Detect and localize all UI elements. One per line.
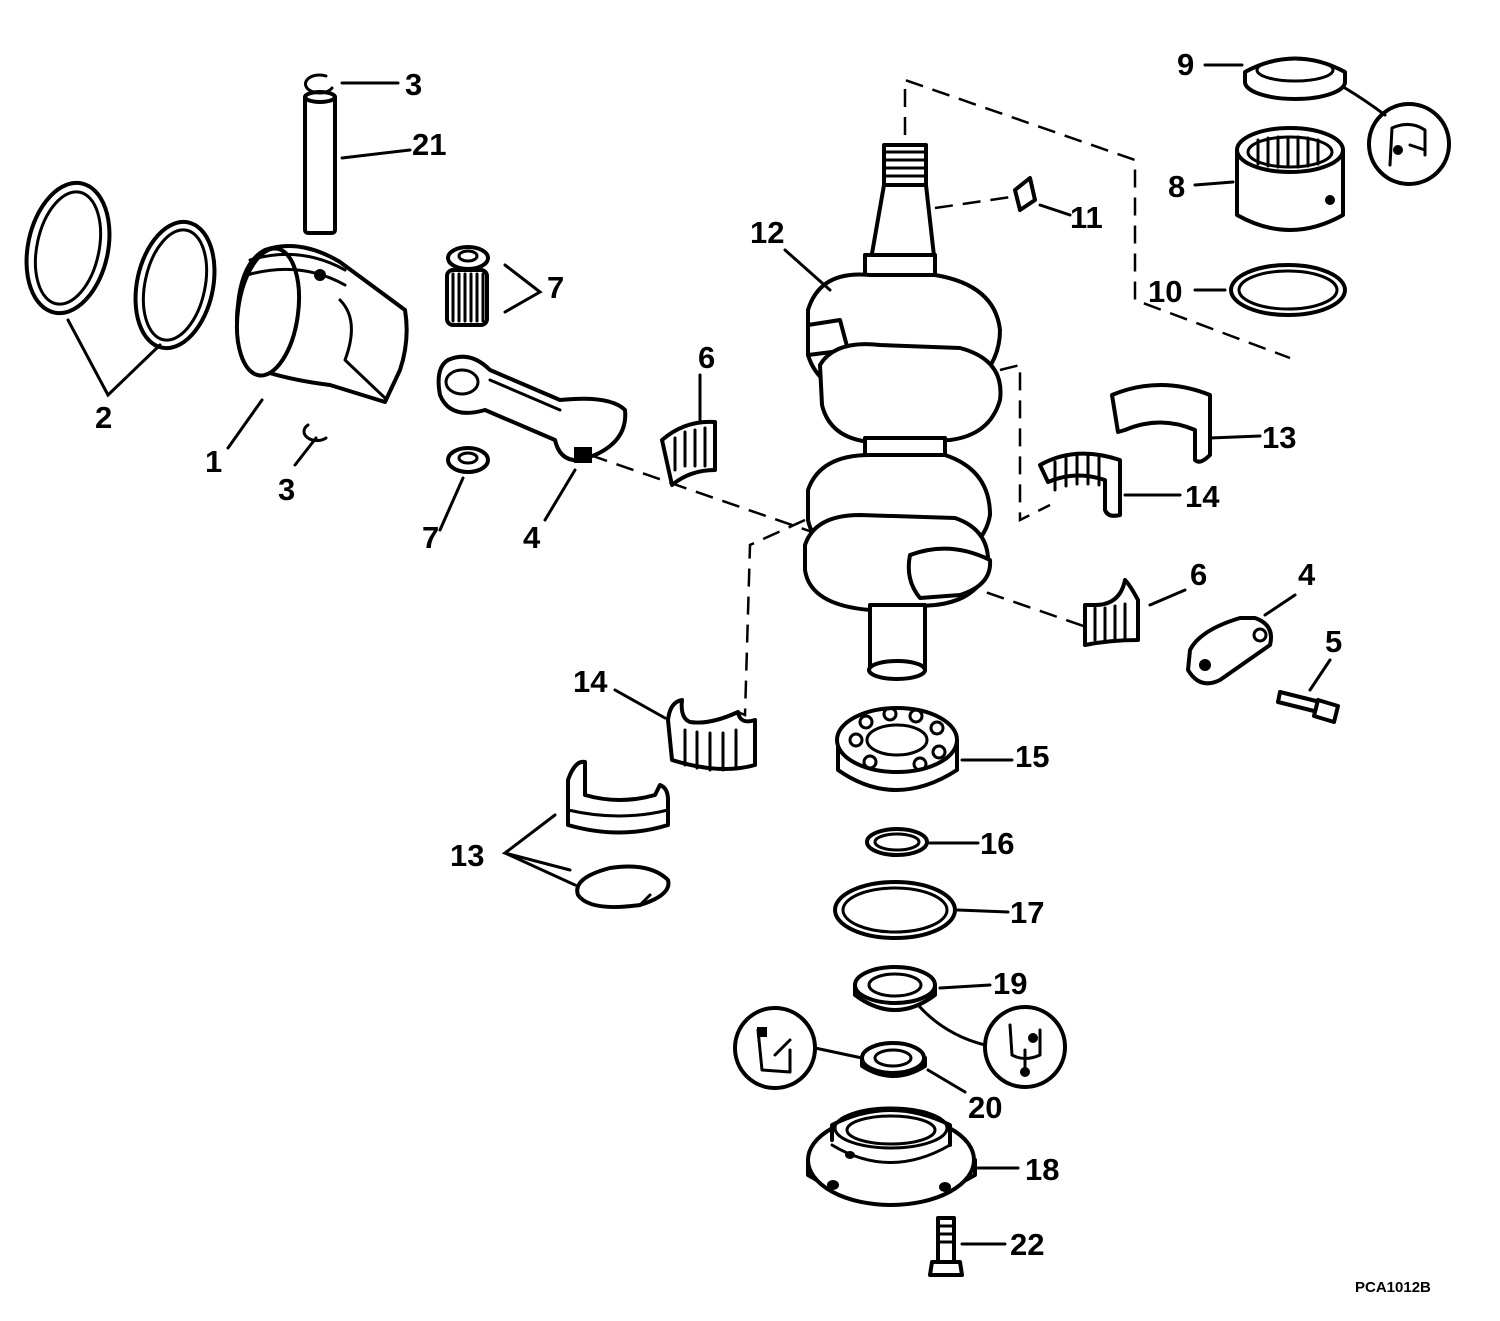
callout-3-bottom: 3 <box>278 472 295 507</box>
lubricant-symbol-icon <box>983 1005 1067 1089</box>
center-bearing-cage-left <box>666 698 757 772</box>
crankshaft <box>803 143 1003 681</box>
callout-10: 10 <box>1148 274 1182 309</box>
callout-15: 15 <box>1015 739 1049 774</box>
lower-seal <box>853 965 937 1012</box>
upper-seal <box>1243 56 1347 101</box>
callout-12: 12 <box>750 215 784 250</box>
rod-bearing-cage-lower <box>1083 578 1140 647</box>
callout-6-lower: 6 <box>1190 557 1207 592</box>
callout-11: 11 <box>1070 200 1103 235</box>
callout-21: 21 <box>412 127 446 162</box>
callout-13-left: 13 <box>450 838 484 873</box>
center-main-bearing-half-upper <box>1110 383 1212 464</box>
piston-rings <box>24 180 217 351</box>
inner-seal <box>860 1041 927 1078</box>
callout-19: 19 <box>993 966 1027 1001</box>
bearing-retaining-ring <box>865 827 929 857</box>
callout-22: 22 <box>1010 1227 1044 1262</box>
lower-ball-bearing <box>835 706 959 792</box>
callout-8: 8 <box>1168 169 1185 204</box>
callout-18: 18 <box>1025 1152 1059 1187</box>
callout-1: 1 <box>205 444 222 479</box>
piston <box>234 244 409 404</box>
callout-9: 9 <box>1177 47 1194 82</box>
housing-screw <box>928 1216 964 1277</box>
lower-o-ring <box>833 880 957 940</box>
callout-7-top: 7 <box>547 270 564 305</box>
wrist-pin <box>303 90 337 235</box>
callout-14-left: 14 <box>573 664 608 699</box>
wrist-pin-bearing-set <box>445 245 490 474</box>
leader-lines <box>66 63 1387 1246</box>
callout-7-bottom: 7 <box>422 520 439 555</box>
rod-cap <box>1186 616 1273 686</box>
callout-2: 2 <box>95 400 112 435</box>
drawing-code: PCA1012B <box>1355 1279 1431 1296</box>
callout-4-cap: 4 <box>1298 557 1316 592</box>
callout-6-upper: 6 <box>698 340 715 375</box>
callout-20: 20 <box>968 1090 1002 1125</box>
callout-labels: 1 2 3 3 4 4 5 6 6 7 7 8 9 10 11 12 13 13… <box>95 47 1342 1262</box>
rod-bearing-cage <box>660 419 717 487</box>
lower-bearing-housing <box>806 1106 977 1207</box>
rod-cap-screw <box>1276 690 1340 724</box>
center-bearing-retaining-ring <box>575 864 671 909</box>
callout-5: 5 <box>1325 624 1342 659</box>
callout-14-right: 14 <box>1185 479 1220 514</box>
center-main-bearing-half-lower <box>566 759 670 835</box>
callout-13-right: 13 <box>1262 420 1296 455</box>
lubricant-symbol-icon <box>1367 102 1451 186</box>
connecting-rod <box>436 354 628 463</box>
pin-retainer-rings <box>302 73 334 442</box>
upper-bearing-sleeve <box>1235 126 1345 232</box>
callout-16: 16 <box>980 826 1014 861</box>
callout-4-rod: 4 <box>523 520 541 555</box>
upper-o-ring <box>1229 263 1347 317</box>
center-bearing-cage-right <box>1038 451 1122 518</box>
callout-3-top: 3 <box>405 67 422 102</box>
woodruff-key <box>1013 176 1037 212</box>
lubricant-symbol-icon <box>733 1006 817 1090</box>
callout-17: 17 <box>1010 895 1044 930</box>
